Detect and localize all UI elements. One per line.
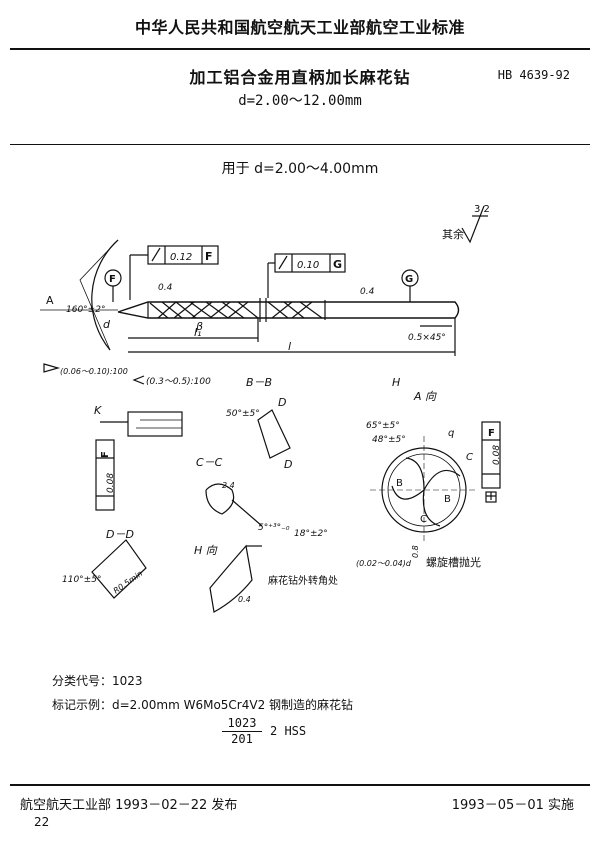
section-CC-label: C－C [196,456,223,469]
technical-drawing: 其余 3.2 0.12 F 0.10 G F G A 160°±2° 0.4 0… [40,204,502,613]
back-taper-label: (0.06～0.10):100 [60,367,128,376]
fcf-A-view [481,421,501,489]
label-K: K [94,404,102,417]
dim-l1-label: l₁ [194,326,201,339]
datum-A-label: A [46,294,54,307]
surface-04-a: 0.4 [158,283,173,293]
label-C2: C [420,514,427,525]
page-number: 22 [34,815,50,829]
roughness-symbol [461,205,485,244]
val-0-4: 0.4 [238,595,251,604]
angle-48: 48°±5° [372,435,406,445]
section-CC [205,483,235,515]
fcf-G-value: 0.10 [297,260,319,271]
fcf-vertical [95,439,115,511]
title-rule [10,144,590,145]
val-2-4: 2.4 [222,481,235,490]
section-DD [91,539,147,599]
drill-body [117,298,460,322]
dim-002: (0.02～0.04)d [356,559,412,568]
taper-symbol-2 [132,375,145,385]
fcf-A-value: 0.08 [492,445,502,465]
diameter-range: d=2.00～12.00mm [238,93,362,109]
label-C: C [466,452,473,463]
classification-code: 分类代号：1023 [52,674,143,688]
document-title: 加工铝合金用直柄加长麻花钻 [189,68,411,87]
issue-date: 航空航天工业部 1993－02－22 发布 [20,798,238,813]
label-B1: B [396,478,403,489]
tip-section-view [127,411,183,437]
view-H2-label: H 向 [194,544,218,557]
fcf-vertical-value: 0.08 [106,473,116,493]
fraction-denominator: 201 [231,732,253,746]
section-BB-label: B－B [246,376,272,389]
point-arc [91,239,119,351]
implementation-date: 1993－05－01 实施 [451,798,574,813]
datum-F-letter: F [109,274,116,285]
label-D1: D [278,396,286,409]
datum-G-letter: G [405,274,413,285]
beta-label: β [195,320,203,333]
point-angle: 160°±2° [66,305,105,315]
angle-65: 65°±5° [366,421,400,431]
section-DD-label: D－D [106,528,134,541]
label-D2: D [284,458,292,471]
header-rule [10,48,590,50]
surface-04-b: 0.4 [360,287,375,297]
fcf-F-datum: F [205,250,213,263]
fraction-numerator: 1023 [222,716,262,732]
fcf-vertical-datum: F [100,451,111,458]
end-view-A [370,436,478,542]
view-A-label: A 向 [413,390,437,403]
angle-18: 18°±2° [294,529,328,539]
view-H-label: H [392,376,400,389]
dim-d-label: d [103,318,111,331]
footer-rule [10,784,590,786]
dim-l-label: l [288,340,291,353]
taper-symbol-1 [43,363,61,373]
fcf-A-datum: F [488,428,495,439]
fcf-G-datum: G [333,258,342,271]
roughness-rest-label: 其余 [442,227,464,241]
roughness-value: 3.2 [474,204,490,215]
val-0-8: 0.8 [411,545,420,558]
angle-cc: 5°⁺³°₋₀ [258,523,290,533]
marking-fraction: 1023 201 [222,716,262,746]
label-B2: B [444,494,451,505]
label-q: q [448,428,454,439]
issuing-authority: 中华人民共和国航空航天工业部航空工业标准 [134,18,465,37]
marking-suffix: 2 HSS [270,724,307,738]
section-BB [257,409,291,459]
usage-range: 用于 d=2.00～4.00mm [221,161,379,177]
chamfer-label: 0.5×45° [408,333,446,343]
standard-code: HB 4639-92 [497,68,570,82]
angle-bb: 50°±5° [226,409,260,419]
angle-dd: 110°±5° [62,575,101,585]
view-H-detail [209,544,253,613]
edge-note: 麻花钻外转角处 [268,574,338,587]
spiral-note: 螺旋槽抛光 [426,555,481,569]
marking-example: 标记示例：d=2.00mm W6Mo5Cr4V2 钢制造的麻花钻 [52,698,354,712]
fcf-F-value: 0.12 [170,252,192,263]
r-dd: R0.5min [112,569,145,596]
taper-2-label: (0.3～0.5):100 [146,377,211,387]
